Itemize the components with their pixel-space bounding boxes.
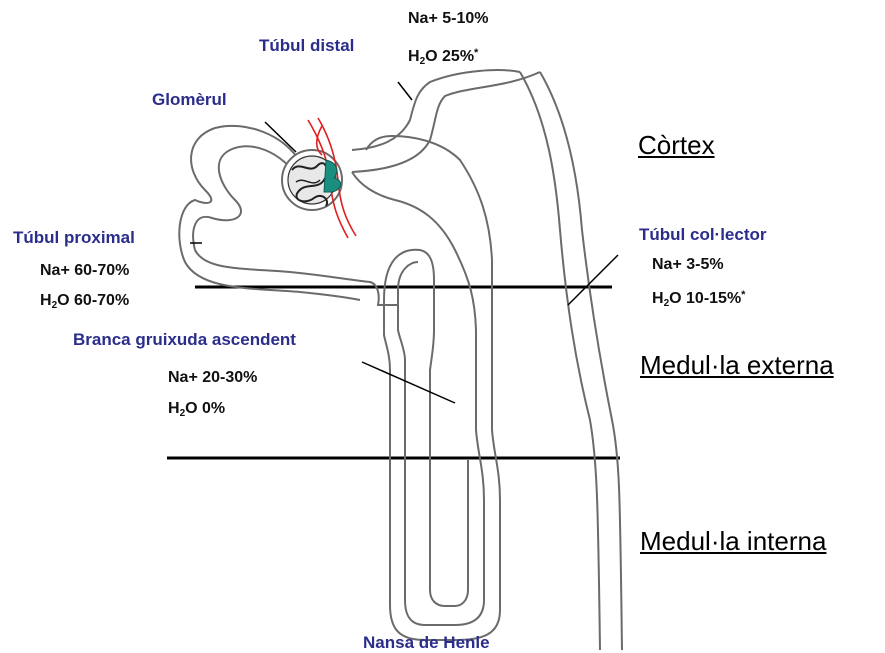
zone-medulla-interna: Medul·la interna xyxy=(640,528,826,554)
label-tubul-proximal: Túbul proximal xyxy=(13,229,135,246)
label-tubul-distal: Túbul distal xyxy=(259,37,354,54)
label-tubul-collector: Túbul col·lector xyxy=(639,226,767,243)
collecting-duct xyxy=(520,72,622,650)
distal-tubule xyxy=(352,70,540,172)
distal-h2o-value: H2O 25%* xyxy=(408,48,478,67)
branca-na-value: Na+ 20-30% xyxy=(168,370,257,386)
proximal-na-value: Na+ 60-70% xyxy=(40,263,129,279)
loop-of-henle xyxy=(352,136,500,640)
distal-na-value: Na+ 5-10% xyxy=(408,11,489,27)
collector-na-value: Na+ 3-5% xyxy=(652,257,724,273)
zone-medulla-externa: Medul·la externa xyxy=(640,352,834,378)
label-glomerul: Glomèrul xyxy=(152,91,227,108)
collector-h2o-value: H2O 10-15%* xyxy=(652,290,745,309)
proximal-h2o-value: H2O 60-70% xyxy=(40,293,129,311)
label-branca-gruixuda: Branca gruixuda ascendent xyxy=(73,331,296,348)
zone-cortex: Còrtex xyxy=(638,132,715,158)
branca-h2o-value: H2O 0% xyxy=(168,401,225,419)
proximal-tubule xyxy=(179,126,398,305)
label-nansa-henle: Nansa de Henle xyxy=(363,634,490,651)
